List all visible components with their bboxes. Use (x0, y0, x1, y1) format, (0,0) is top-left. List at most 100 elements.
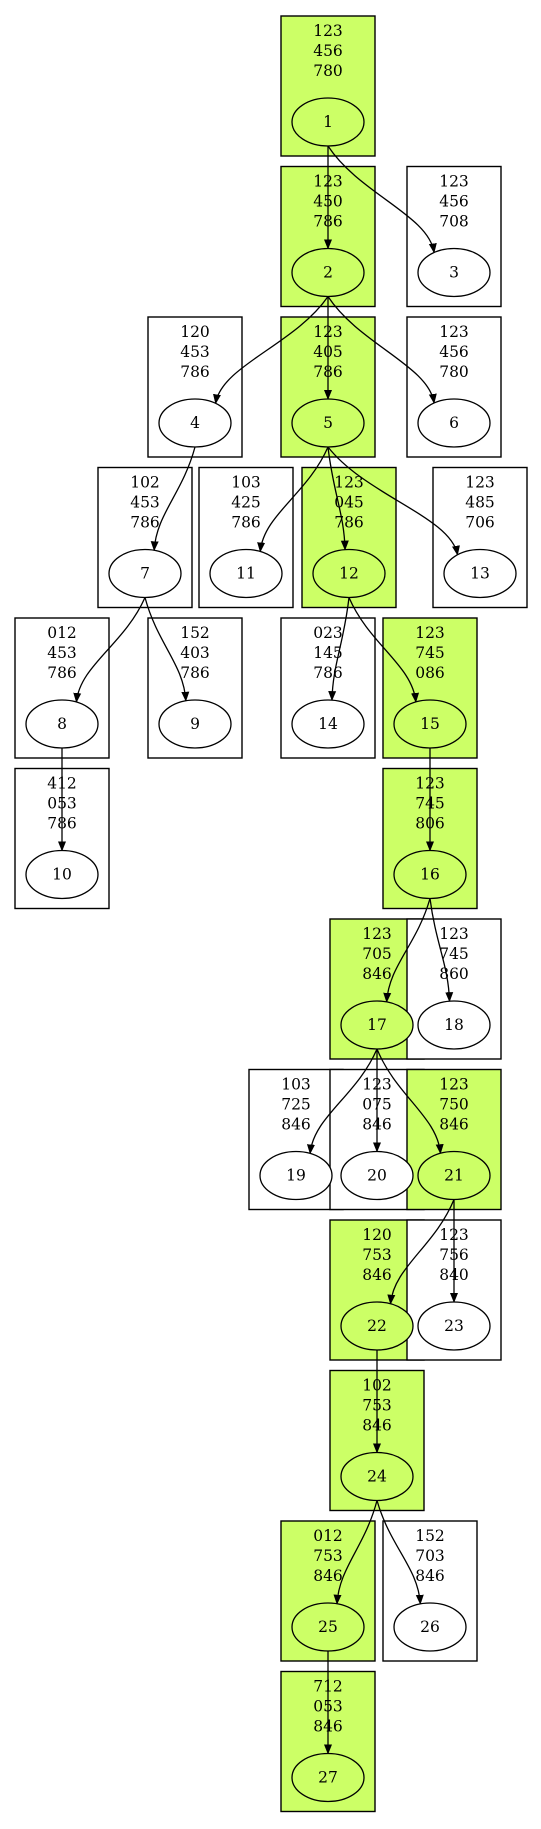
edge-12-to-14 (328, 597, 350, 702)
edge-24-to-26 (376, 1500, 424, 1605)
edge-12-to-15 (348, 597, 420, 703)
state-row-1: 123 (439, 925, 469, 943)
state-row-1: 123 (362, 925, 392, 943)
edge-5-to-13 (327, 446, 460, 556)
state-row-1: 152 (415, 1527, 445, 1545)
node-id-label: 21 (444, 1167, 464, 1185)
state-row-2: 705 (362, 945, 392, 963)
state-row-3: 780 (313, 62, 343, 80)
node-ellipse-4: 4 (158, 398, 232, 448)
node-ellipse (259, 1150, 333, 1201)
node-ellipse-2: 2 (291, 247, 365, 298)
node-id-label: 3 (449, 264, 459, 282)
node-ellipse-10: 10 (25, 849, 99, 900)
state-row-1: 102 (130, 474, 160, 492)
node-ellipse-7: 7 (108, 548, 182, 599)
node-ellipse-24: 24 (340, 1451, 414, 1502)
edges (58, 145, 460, 1755)
node-ellipse (158, 398, 232, 448)
node-id-label: 7 (140, 565, 150, 583)
node-id-label: 24 (367, 1468, 387, 1486)
node-ellipse-13: 13 (443, 548, 517, 599)
node-ellipse (209, 548, 283, 599)
node-id-label: 6 (449, 414, 459, 432)
node-id-label: 11 (236, 565, 256, 583)
state-row-3: 086 (415, 664, 445, 682)
node-ellipse-23: 23 (417, 1301, 491, 1351)
edge-7-to-8 (73, 597, 146, 704)
state-row-1: 123 (334, 474, 364, 492)
node-id-label: 8 (57, 715, 67, 733)
state-row-2: 456 (439, 193, 469, 211)
state-row-2: 453 (130, 494, 160, 512)
state-row-1: 123 (415, 624, 445, 642)
node-ellipse-21: 21 (417, 1150, 491, 1201)
state-row-1: 023 (313, 624, 343, 642)
state-row-2: 725 (281, 1096, 311, 1114)
state-row-2: 753 (362, 1246, 392, 1264)
node-ellipse-3: 3 (417, 247, 491, 298)
state-row-2: 403 (180, 644, 210, 662)
state-row-1: 012 (313, 1527, 343, 1545)
state-row-3: 786 (334, 514, 364, 532)
edge-24-to-25 (333, 1500, 378, 1605)
state-row-3: 860 (439, 965, 469, 983)
node-id-label: 9 (190, 715, 200, 733)
node-id-label: 22 (367, 1317, 387, 1335)
state-row-2: 425 (231, 494, 261, 512)
node-ellipse-19: 19 (259, 1150, 333, 1201)
node-ellipse-8: 8 (25, 699, 99, 749)
state-row-3: 786 (130, 514, 160, 532)
edge-21-to-22 (387, 1199, 455, 1305)
node-id-label: 4 (190, 414, 200, 432)
node-id-label: 17 (367, 1016, 387, 1034)
edge-16-to-17 (383, 898, 431, 1003)
node-id-label: 15 (420, 715, 440, 733)
node-ellipse-25: 25 (291, 1602, 365, 1652)
node-id-label: 14 (318, 715, 338, 733)
state-row-1: 123 (439, 1076, 469, 1094)
node-ellipse-9: 9 (158, 699, 232, 749)
node-ellipse (340, 1451, 414, 1502)
node-ellipse (340, 1301, 414, 1351)
node-ellipse (417, 1000, 491, 1050)
node-ellipse (393, 699, 467, 749)
node-id-label: 10 (52, 866, 72, 884)
node-id-label: 27 (318, 1769, 338, 1787)
node-id-label: 20 (367, 1167, 387, 1185)
state-row-3: 780 (439, 363, 469, 381)
state-row-3: 786 (180, 664, 210, 682)
node-ellipse (291, 1752, 365, 1803)
state-row-3: 786 (180, 363, 210, 381)
node-ellipse (291, 247, 365, 298)
node-id-label: 19 (286, 1167, 306, 1185)
state-row-1: 012 (47, 624, 77, 642)
node-id-label: 2 (323, 264, 333, 282)
state-row-3: 846 (281, 1116, 311, 1134)
node-ellipse (25, 849, 99, 900)
node-id-label: 18 (444, 1016, 464, 1034)
edge-4-to-7 (150, 446, 196, 552)
state-row-2: 745 (415, 644, 445, 662)
state-row-3: 846 (362, 1266, 392, 1284)
node-ellipse-6: 6 (417, 398, 491, 448)
node-ellipse (393, 1602, 467, 1652)
node-id-label: 26 (420, 1618, 440, 1636)
state-row-1: 152 (180, 624, 210, 642)
state-row-1: 123 (313, 22, 343, 40)
node-ellipse (417, 247, 491, 298)
state-row-1: 120 (180, 323, 210, 341)
node-ellipse (417, 398, 491, 448)
edge-16-to-18 (429, 898, 454, 1003)
state-row-2: 453 (180, 343, 210, 361)
state-row-2: 485 (465, 494, 495, 512)
state-row-3: 846 (362, 965, 392, 983)
edge-17-to-19 (306, 1048, 378, 1155)
node-ellipse (340, 1150, 414, 1201)
node-ellipse-27: 27 (291, 1752, 365, 1803)
node-ellipse-17: 17 (340, 1000, 414, 1050)
node-ellipse (158, 699, 232, 749)
state-row-3: 786 (47, 664, 77, 682)
state-row-1: 123 (439, 323, 469, 341)
